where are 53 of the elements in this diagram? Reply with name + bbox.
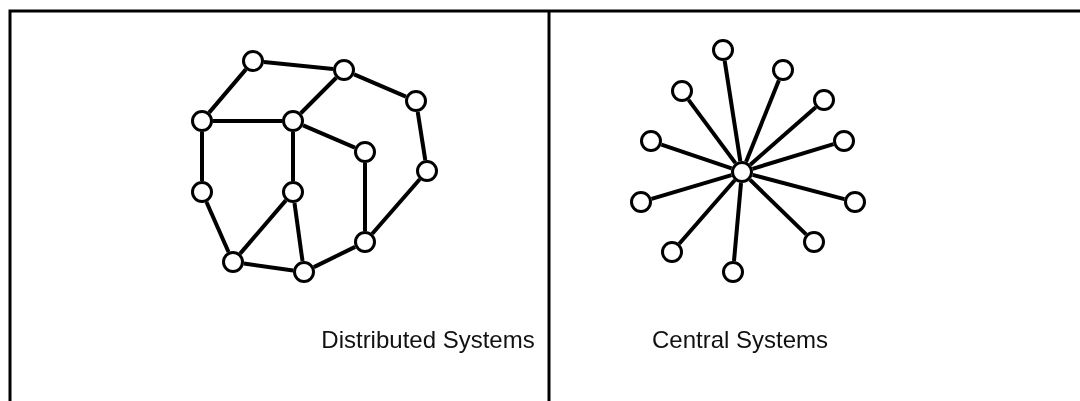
connector-line: [207, 68, 248, 114]
connector-line: [744, 79, 781, 163]
node-circle: [242, 50, 264, 72]
connector-line: [677, 178, 737, 246]
connector-line: [722, 60, 743, 162]
connector-line: [370, 177, 422, 236]
node-circle: [354, 231, 376, 253]
connector-line: [204, 201, 231, 253]
connector-line: [200, 132, 204, 181]
connector-line: [313, 245, 356, 269]
connector-line: [291, 132, 295, 181]
panel-caption: Distributed Systems: [321, 326, 535, 354]
connector-line: [751, 142, 835, 171]
connector-line: [353, 72, 407, 99]
node-circle: [661, 241, 683, 263]
node-circle: [333, 59, 355, 81]
node-circle: [803, 231, 825, 253]
connector-line: [292, 202, 305, 262]
connector-line: [302, 123, 356, 150]
connector-line: [650, 173, 733, 201]
node-circle: [282, 110, 304, 132]
connector-line: [363, 163, 367, 231]
connector-line: [263, 60, 334, 71]
connector-line: [415, 111, 428, 161]
connector-line: [238, 199, 288, 255]
node-circle: [671, 80, 693, 102]
node-circle: [712, 39, 734, 61]
node-circle: [813, 89, 835, 111]
connector-line: [213, 119, 282, 123]
connector-line: [748, 178, 808, 236]
node-circle: [293, 261, 315, 283]
node-circle: [630, 191, 652, 213]
node-circle: [722, 261, 744, 283]
connector-line: [299, 76, 338, 115]
node-circle: [416, 160, 438, 182]
panel-caption: Central Systems: [651, 326, 829, 354]
node-circle: [282, 181, 304, 203]
node-circle: [640, 130, 662, 152]
node-circle: [191, 110, 213, 132]
node-circle: [731, 161, 753, 183]
node-circle: [833, 130, 855, 152]
connector-line: [752, 172, 845, 202]
node-circle: [222, 251, 244, 273]
connector-line: [748, 105, 818, 167]
node-circle: [772, 59, 794, 81]
node-circle: [405, 90, 427, 112]
node-circle: [844, 191, 866, 213]
connector-line: [732, 182, 743, 262]
node-circle: [191, 181, 213, 203]
connector-line: [660, 142, 733, 171]
connector-line: [686, 98, 738, 165]
connector-line: [243, 261, 294, 273]
node-circle: [354, 141, 376, 163]
